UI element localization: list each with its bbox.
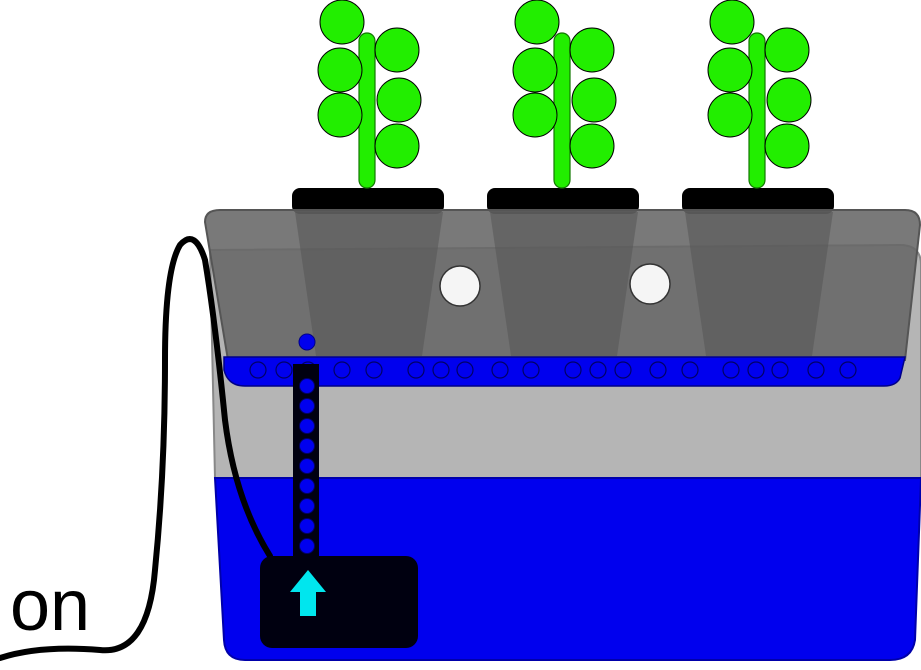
plant-leaf: [569, 27, 615, 73]
tray-water: [223, 356, 906, 387]
bubble: [249, 361, 267, 379]
bubble: [614, 361, 632, 379]
bubble: [771, 361, 789, 379]
bubble: [275, 361, 293, 379]
plant-leaf: [709, 0, 755, 45]
bubble: [333, 361, 351, 379]
tray-bubbles: [249, 361, 857, 379]
bubble: [649, 361, 667, 379]
bubble: [299, 478, 315, 494]
bubble: [299, 458, 315, 474]
plants: [317, 0, 812, 189]
power-cord: [0, 236, 273, 661]
bubble: [522, 361, 540, 379]
plant-leaf: [376, 77, 422, 123]
plant-1: [317, 0, 422, 189]
pot-rims: [292, 188, 834, 214]
bubble: [299, 438, 315, 454]
pot-rim-1: [292, 188, 444, 214]
plant-leaf: [317, 92, 363, 138]
plant-leaf: [764, 123, 810, 169]
bubble: [299, 418, 315, 434]
bubble: [299, 538, 315, 554]
bubble: [299, 518, 315, 534]
pump-body: [260, 556, 418, 648]
lid-hole-1: [439, 265, 481, 307]
bubble: [564, 361, 582, 379]
plant-leaf: [707, 47, 753, 93]
bubble: [299, 498, 315, 514]
bubble: [456, 361, 474, 379]
net-pot-2: [490, 212, 638, 356]
bubble: [839, 361, 857, 379]
net-pot-1: [295, 212, 443, 356]
arrow-up-icon: [290, 570, 326, 616]
bubble: [407, 361, 425, 379]
plant-leaf: [764, 27, 810, 73]
lid-hole-2: [629, 263, 671, 305]
plant-3: [707, 0, 812, 189]
bubble: [747, 361, 765, 379]
plant-leaf: [569, 123, 615, 169]
bubble: [681, 361, 699, 379]
net-pot-3: [685, 212, 833, 356]
bubble: [432, 361, 450, 379]
plant-leaf: [374, 27, 420, 73]
plant-leaf: [317, 47, 363, 93]
plant-leaf: [374, 123, 420, 169]
plant-leaf: [766, 77, 812, 123]
plant-2: [512, 0, 617, 189]
plant-leaf: [571, 77, 617, 123]
pot-rim-2: [487, 188, 639, 214]
bubble: [807, 361, 825, 379]
plant-leaf: [512, 92, 558, 138]
net-pots: [295, 212, 833, 356]
bubble: [589, 361, 607, 379]
water-droplet: [298, 333, 316, 351]
bubble: [365, 361, 383, 379]
bubble: [299, 398, 315, 414]
plant-leaf: [514, 0, 560, 45]
plant-leaf: [707, 92, 753, 138]
plant-leaf: [512, 47, 558, 93]
pump-status-label: on: [10, 566, 90, 646]
pot-rim-3: [682, 188, 834, 214]
tube-bubbles: [299, 378, 315, 554]
bubble: [299, 378, 315, 394]
bubble: [491, 361, 509, 379]
bubble: [722, 361, 740, 379]
plant-leaf: [319, 0, 365, 45]
